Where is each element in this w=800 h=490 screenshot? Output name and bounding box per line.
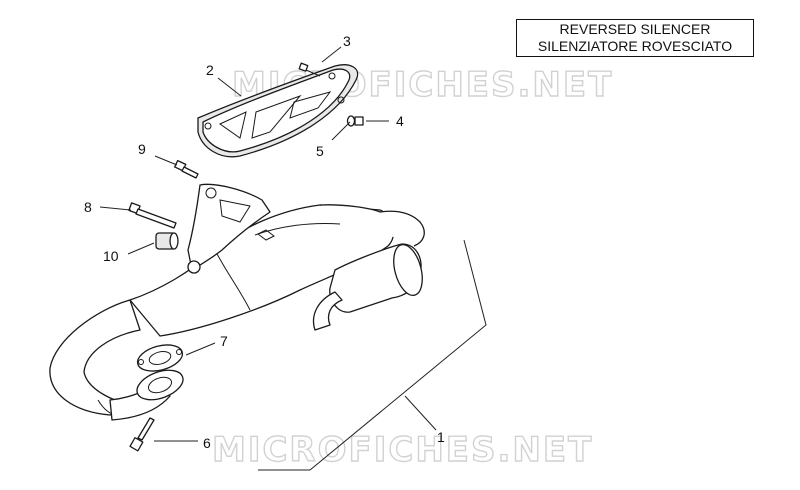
callout-8: 8 bbox=[84, 199, 92, 215]
callout-7: 7 bbox=[220, 333, 228, 349]
bolt-8 bbox=[128, 202, 177, 229]
callout-2: 2 bbox=[206, 62, 214, 78]
callout-9: 9 bbox=[138, 141, 146, 157]
callout-5: 5 bbox=[316, 143, 324, 159]
callout-6: 6 bbox=[203, 435, 211, 451]
gasket-7 bbox=[136, 344, 184, 372]
diagram-title-line1: REVERSED SILENCER bbox=[559, 21, 711, 37]
leader-lines bbox=[99, 46, 487, 471]
bolt-9 bbox=[174, 159, 199, 179]
bushing-10 bbox=[155, 232, 179, 250]
callout-10: 10 bbox=[103, 248, 119, 264]
screw-6 bbox=[129, 417, 155, 452]
diagram-title-box: REVERSED SILENCER SILENZIATORE ROVESCIAT… bbox=[516, 19, 754, 57]
exhaust-assembly bbox=[49, 183, 425, 421]
callout-1: 1 bbox=[437, 429, 445, 445]
diagram-title-line2: SILENZIATORE ROVESCIATO bbox=[537, 38, 733, 54]
heat-shield bbox=[197, 64, 359, 158]
washer-5 bbox=[346, 115, 356, 127]
watermark-bottom: MICROFICHES.NET bbox=[212, 430, 593, 470]
screw-3 bbox=[298, 62, 321, 77]
callout-4: 4 bbox=[396, 113, 404, 129]
nut-4 bbox=[354, 116, 364, 126]
callout-3: 3 bbox=[343, 33, 351, 49]
